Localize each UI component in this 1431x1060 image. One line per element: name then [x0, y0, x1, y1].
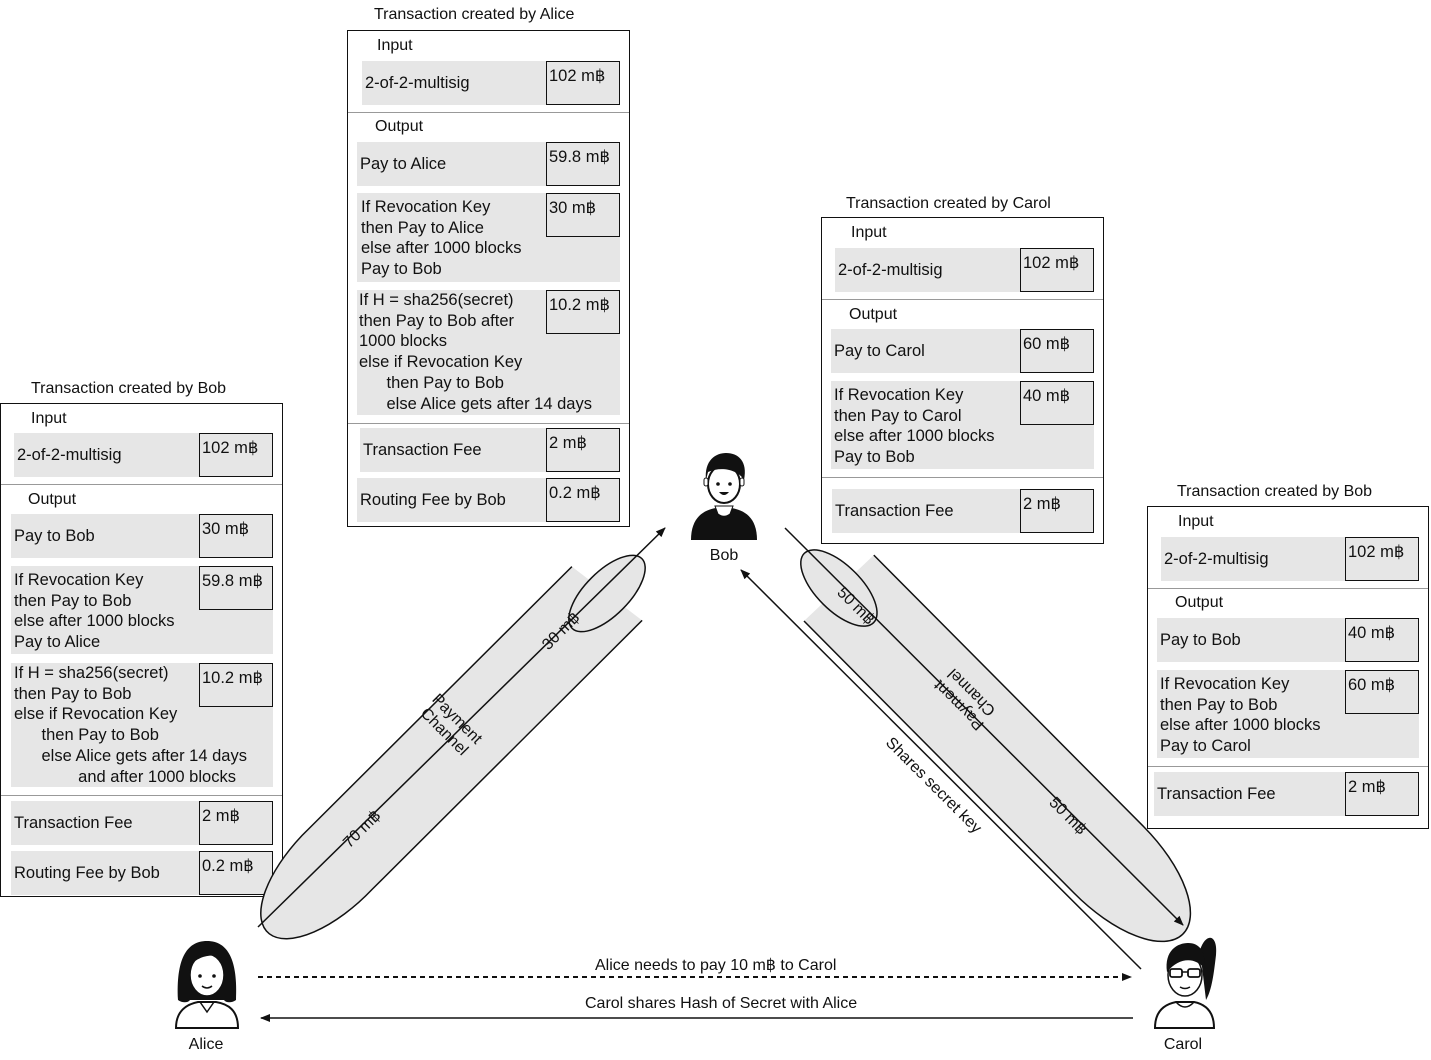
fee-row-label: Transaction Fee — [14, 814, 133, 832]
carol-avatar-icon — [1153, 937, 1217, 1029]
tx-bob-left-box: Input 2-of-2-multisig 102 m฿ Output Pay … — [0, 403, 283, 897]
input-row: 2-of-2-multisig 102 m฿ — [362, 61, 620, 105]
tx-alice-title: Transaction created by Alice — [374, 6, 575, 23]
output-row-label: Pay to Alice — [360, 155, 447, 173]
fee-row: Transaction Fee 2 m฿ — [11, 801, 273, 845]
fee-row: Routing Fee by Bob 0.2 m฿ — [357, 478, 620, 522]
section-divider — [1, 484, 282, 485]
output-row-amount: 59.8 m฿ — [546, 142, 620, 186]
input-row: 2-of-2-multisig 102 m฿ — [1161, 537, 1419, 581]
arrow-bob-to-carol — [784, 527, 1184, 926]
needs-to-pay-label: Alice needs to pay 10 m฿ to Carol — [595, 957, 837, 974]
output-row-amount: 40 m฿ — [1020, 381, 1094, 425]
output-row: If H = sha256(secret) then Pay to Bob af… — [357, 290, 620, 415]
input-row-amount: 102 m฿ — [546, 61, 620, 105]
output-row-amount: 10.2 m฿ — [546, 290, 620, 334]
section-divider — [822, 477, 1103, 478]
output-label: Output — [28, 491, 77, 508]
input-row-label: 2-of-2-multisig — [838, 261, 943, 279]
fee-row: Transaction Fee 2 m฿ — [1154, 772, 1419, 816]
fee-row-label: Routing Fee by Bob — [360, 491, 506, 509]
output-row-amount: 60 m฿ — [1020, 329, 1094, 373]
fee-row-amount: 2 m฿ — [546, 428, 620, 472]
alice-avatar-icon — [174, 941, 240, 1029]
arrow-carol-to-bob — [740, 569, 1142, 970]
input-row: 2-of-2-multisig 102 m฿ — [835, 248, 1094, 292]
section-divider — [348, 423, 629, 424]
tx-carol-title: Transaction created by Carol — [846, 195, 1051, 212]
fee-row-label: Transaction Fee — [835, 502, 954, 520]
fee-row-amount: 2 m฿ — [199, 801, 273, 845]
output-row: If H = sha256(secret) then Pay to Bob el… — [11, 663, 273, 787]
tx-bob-right-title: Transaction created by Bob — [1177, 483, 1373, 500]
fee-row-amount: 0.2 m฿ — [546, 478, 620, 522]
tx-bob-right-box: Input 2-of-2-multisig 102 m฿ Output Pay … — [1147, 506, 1429, 829]
section-divider — [1148, 766, 1428, 767]
output-row: If Revocation Key then Pay to Bob else a… — [1157, 670, 1419, 758]
fee-row-amount: 0.2 m฿ — [199, 851, 273, 895]
bob-name: Bob — [709, 547, 739, 564]
input-row-label: 2-of-2-multisig — [17, 446, 122, 464]
channel-alice-bob-cylinder — [260, 554, 646, 940]
fee-row: Transaction Fee 2 m฿ — [360, 428, 620, 472]
output-row-amount: 30 m฿ — [199, 514, 273, 558]
section-divider — [1148, 588, 1428, 589]
output-row-amount: 10.2 m฿ — [199, 663, 273, 707]
output-label: Output — [375, 118, 424, 135]
alice-name: Alice — [188, 1036, 224, 1053]
output-row-amount: 60 m฿ — [1345, 670, 1419, 714]
output-row-amount: 40 m฿ — [1345, 618, 1419, 662]
fee-row: Routing Fee by Bob 0.2 m฿ — [11, 851, 273, 895]
fee-row-label: Transaction Fee — [363, 441, 482, 459]
output-row: Pay to Bob 40 m฿ — [1157, 618, 1419, 662]
bob-avatar-icon — [691, 453, 757, 540]
tx-bob-left-title: Transaction created by Bob — [31, 380, 227, 397]
input-label: Input — [1178, 513, 1214, 530]
section-divider — [1, 795, 282, 796]
arrow-alice-to-bob — [257, 527, 666, 928]
section-divider — [822, 299, 1103, 300]
section-divider — [348, 112, 629, 113]
input-row-amount: 102 m฿ — [1345, 537, 1419, 581]
input-row-amount: 102 m฿ — [199, 433, 273, 477]
output-row-label: Pay to Bob — [1160, 631, 1241, 649]
fee-row-amount: 2 m฿ — [1020, 489, 1094, 533]
output-row: Pay to Bob 30 m฿ — [11, 514, 273, 558]
input-row: 2-of-2-multisig 102 m฿ — [14, 433, 273, 477]
output-label: Output — [1175, 594, 1224, 611]
shares-hash-label: Carol shares Hash of Secret with Alice — [585, 995, 858, 1012]
fee-row-label: Routing Fee by Bob — [14, 864, 160, 882]
output-row-label: Pay to Bob — [14, 527, 95, 545]
channel-bob-carol-cylinder — [800, 549, 1192, 943]
fee-row-label: Transaction Fee — [1157, 785, 1276, 803]
input-label: Input — [31, 410, 67, 427]
tx-alice-box: Input 2-of-2-multisig 102 m฿ Output Pay … — [347, 30, 630, 527]
output-row-amount: 59.8 m฿ — [199, 566, 273, 610]
output-row-label: If Revocation Key then Pay to Bob else a… — [14, 571, 175, 652]
output-row-label: Pay to Carol — [834, 342, 925, 360]
output-row: Pay to Carol 60 m฿ — [831, 329, 1094, 373]
output-label: Output — [849, 306, 898, 323]
input-row-label: 2-of-2-multisig — [365, 74, 470, 92]
carol-name: Carol — [1163, 1036, 1203, 1053]
fee-row: Transaction Fee 2 m฿ — [832, 489, 1094, 533]
output-row-label: If Revocation Key then Pay to Bob else a… — [1160, 675, 1321, 756]
output-row: If Revocation Key then Pay to Bob else a… — [11, 566, 273, 654]
input-row-amount: 102 m฿ — [1020, 248, 1094, 292]
output-row-label: If H = sha256(secret) then Pay to Bob el… — [14, 664, 247, 786]
output-row-label: If Revocation Key then Pay to Carol else… — [834, 386, 995, 467]
input-label: Input — [851, 224, 887, 241]
output-row: Pay to Alice 59.8 m฿ — [357, 142, 620, 186]
input-label: Input — [377, 37, 413, 54]
fee-row-amount: 2 m฿ — [1345, 772, 1419, 816]
tx-carol-box: Input 2-of-2-multisig 102 m฿ Output Pay … — [821, 217, 1104, 544]
output-row-label: If Revocation Key then Pay to Alice else… — [361, 198, 522, 279]
output-row-label: If H = sha256(secret) then Pay to Bob af… — [359, 291, 592, 413]
output-row: If Revocation Key then Pay to Carol else… — [831, 381, 1094, 469]
output-row-amount: 30 m฿ — [546, 193, 620, 237]
output-row: If Revocation Key then Pay to Alice else… — [357, 193, 620, 282]
input-row-label: 2-of-2-multisig — [1164, 550, 1269, 568]
